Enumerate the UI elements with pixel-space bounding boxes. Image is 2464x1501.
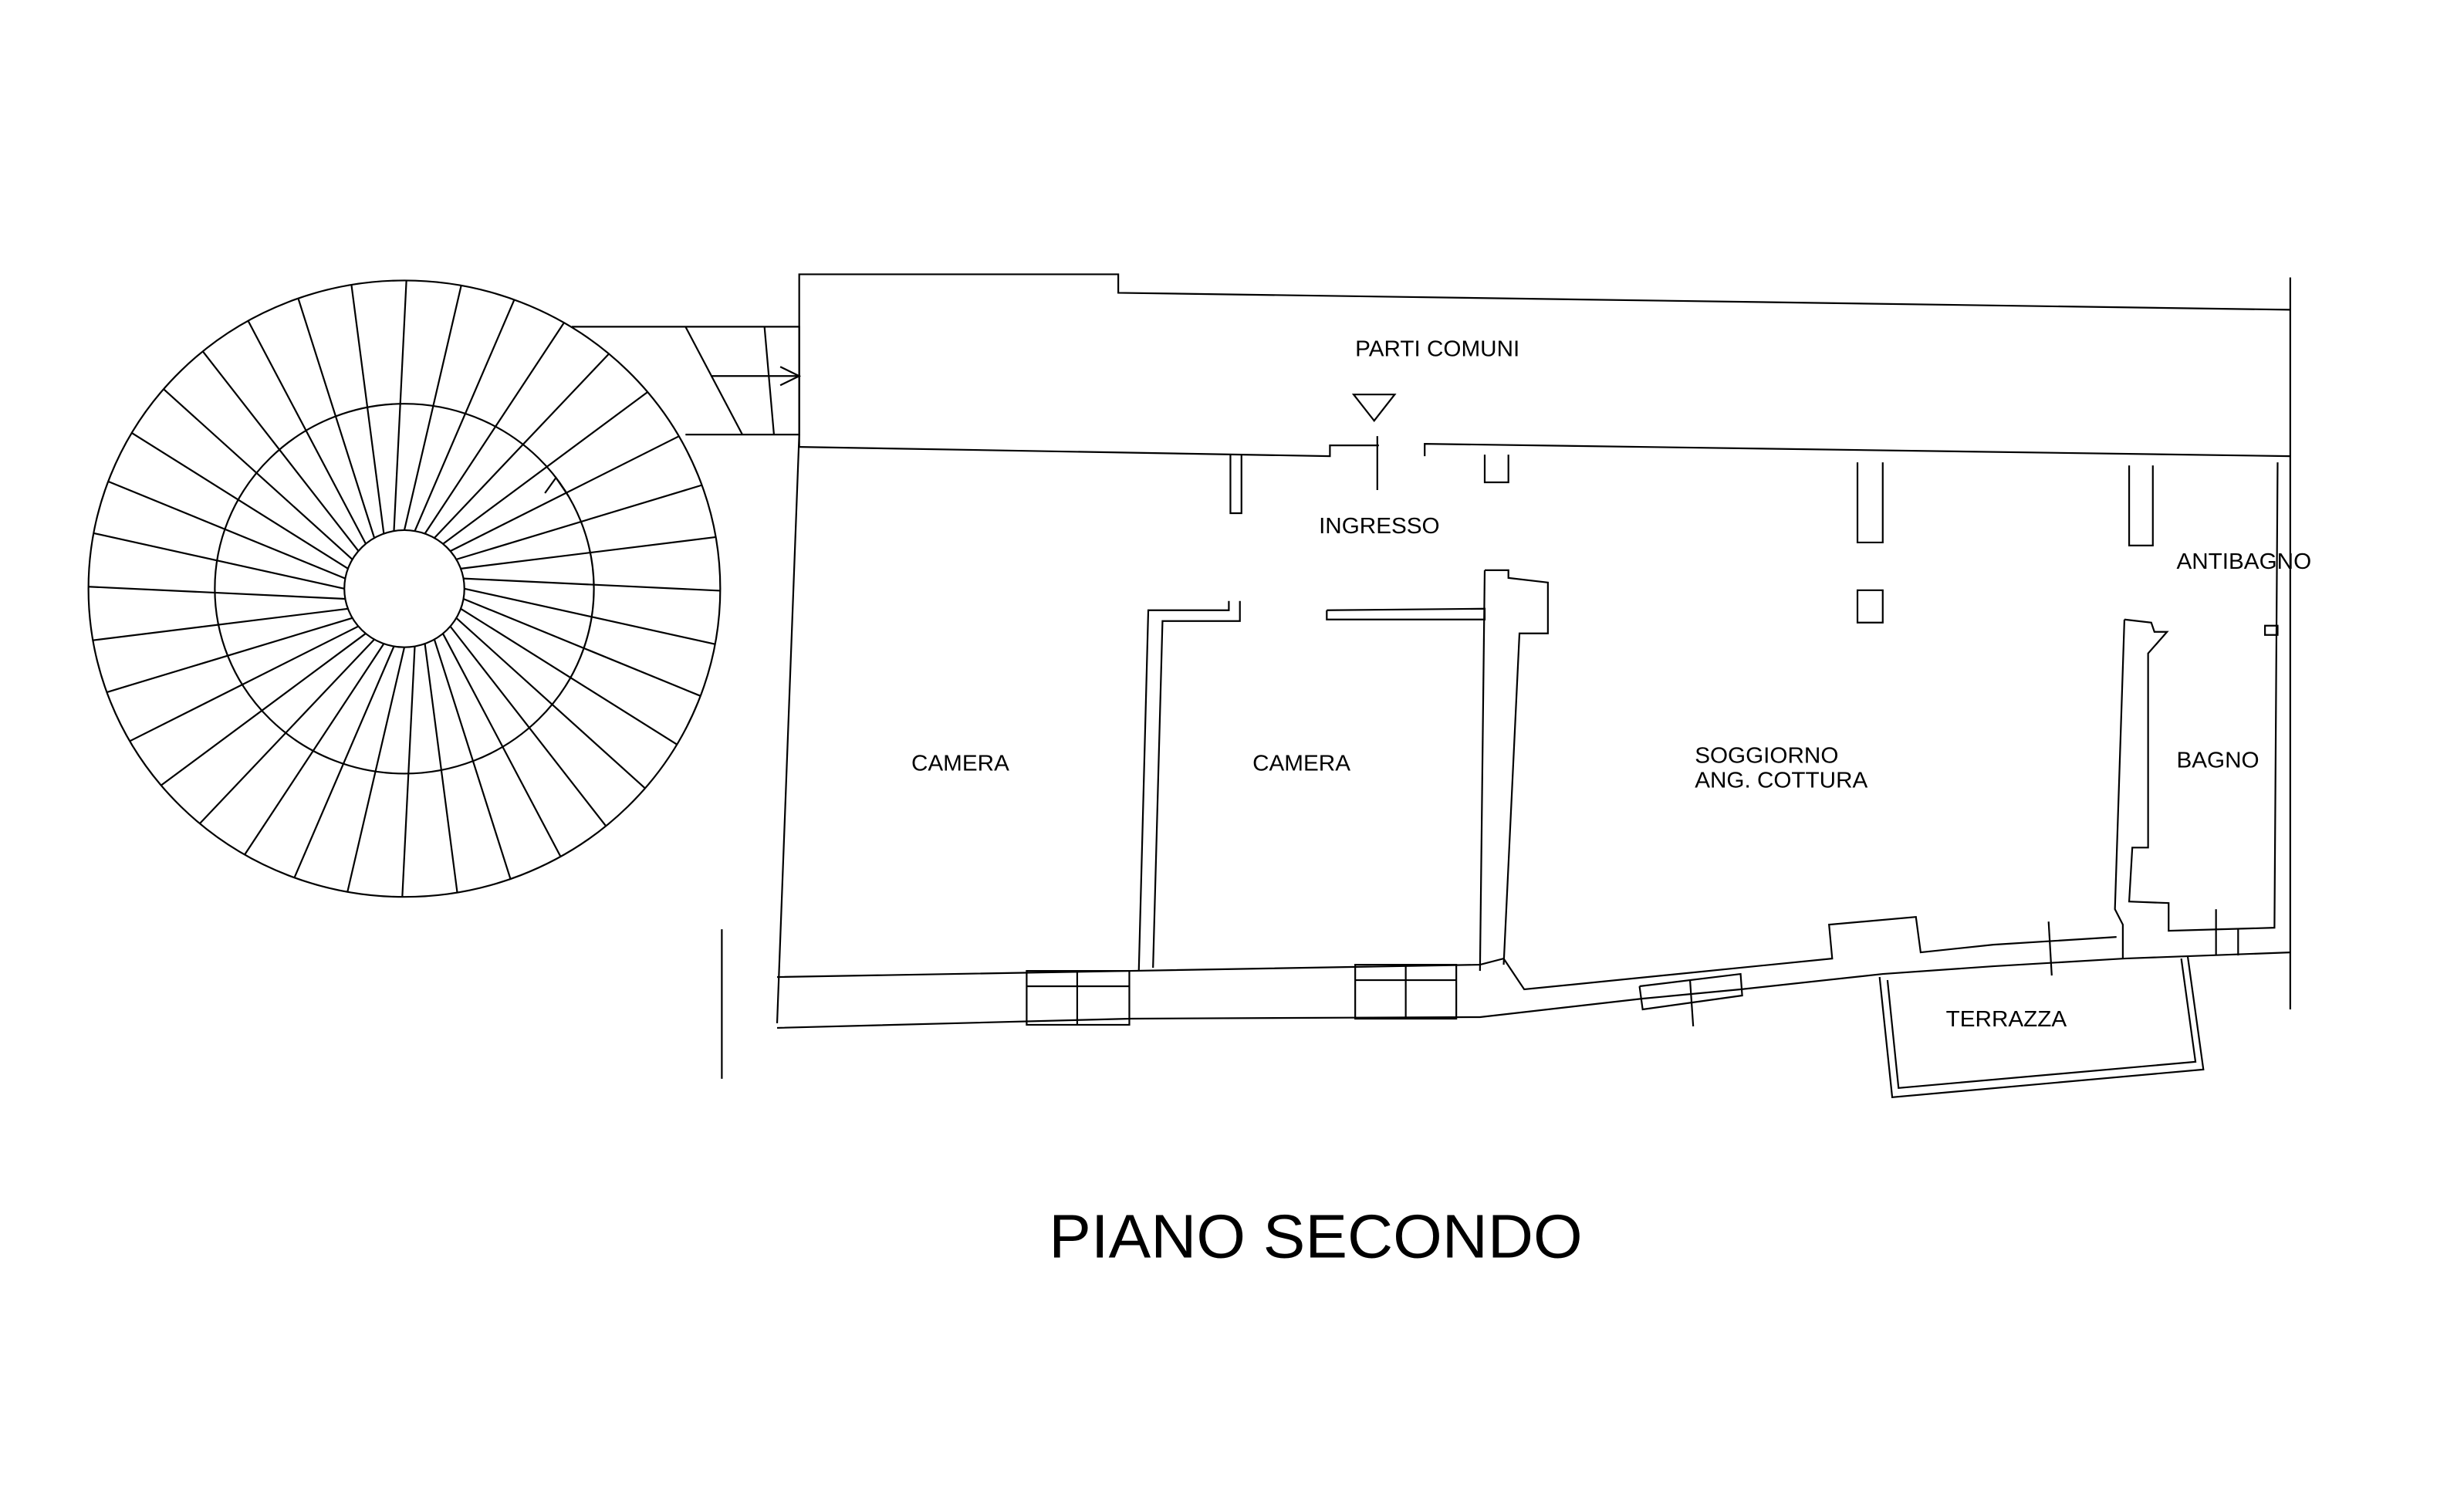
window [1640,974,1742,1009]
stair-tread [394,280,406,531]
stair-outer-ring [89,280,721,897]
south-wall-outer [777,952,2290,1028]
west-wall [777,434,799,1023]
label-antibagno: ANTIBAGNO [2176,549,2311,574]
label-camera-2: CAMERA [1252,751,1350,776]
stair-tread [451,627,607,827]
stair-tread [465,589,715,644]
terrace-outline-inner [1888,958,2195,1088]
apartment-walls [722,434,2290,1079]
stair-tread [425,644,458,893]
stair-tread [464,599,701,696]
stair-tread [402,647,414,898]
stair-tread [351,285,384,534]
stair-tread [245,644,384,854]
stair-tread [456,618,645,789]
stair-direction-arrow [545,478,569,496]
stair-tread [130,627,358,742]
label-camera-1: CAMERA [911,751,1009,776]
entrance-triangle-marker [1354,394,1394,421]
south-wall-inner [777,917,2117,989]
stair-tread [451,436,679,551]
stair-tread [164,389,353,559]
window-mullion [1690,980,1693,1026]
stair-tread [200,640,374,824]
label-ingresso: INGRESSO [1319,513,1440,539]
stair-tread [132,433,348,569]
stair-tread [434,353,609,538]
stair-landing [572,326,799,434]
column [1857,590,1883,623]
label-terrazza: TERRAZZA [1946,1006,2067,1032]
spiral-staircase [89,280,721,897]
stair-tread [347,647,404,892]
terrace-outline-outer [1880,955,2204,1097]
label-angolo-cottura: ANG. COTTURA [1695,768,1868,793]
stair-tread [93,533,344,589]
stair-tread [404,286,461,530]
room-labels: PARTI COMUNI INGRESSO ANTIBAGNO CAMERA C… [911,336,2311,1032]
stair-tread [456,485,701,559]
bathroom-west-wall [2115,620,2124,958]
common-corridor [799,274,2290,1009]
soggiorno-pier [1857,462,1883,543]
corridor-top-wall [799,274,2290,447]
stair-middle-ring [215,404,593,773]
label-parti-comuni: PARTI COMUNI [1355,336,1519,362]
stair-steps [89,280,721,897]
stair-tread [443,634,560,857]
soggiorno-partition [1485,570,1548,965]
soggiorno-partition-inner [1480,570,1485,971]
landing-line [765,326,774,434]
bathroom-fixture [2265,626,2277,635]
stair-tread [461,537,716,569]
stair-tread [298,299,374,539]
ingresso-pier [1230,455,1241,513]
stair-tread [106,618,352,692]
stair-tread [248,321,366,544]
ingresso-pier [1485,455,1509,482]
landing-line [685,326,742,434]
windows [1026,965,1742,1026]
stair-tread [93,609,348,641]
camera-1-partition [1153,601,1240,968]
camera-2-door-lintel [1327,609,1485,620]
stair-tread [464,579,721,591]
stair-tread [443,392,647,544]
label-soggiorno: SOGGIORNO [1695,743,1838,769]
floor-title: PIANO SECONDO [1049,1202,1582,1271]
camera-1-partition-inner [1139,601,1229,971]
stair-tread [161,634,366,786]
stair-tread [89,587,346,599]
terrace [1880,955,2204,1097]
antibagno-pier [2129,465,2153,546]
north-wall [1425,444,2290,456]
stair-tread [295,647,394,878]
stair-tread [414,299,514,531]
stair-tread [108,482,345,579]
stair-tread [461,609,677,745]
north-wall [799,445,1379,456]
stair-tread [434,640,511,880]
stair-tread [425,323,564,533]
label-bagno: BAGNO [2176,748,2259,773]
stair-tread [203,351,359,551]
bathroom-west-wall-inner [2124,462,2278,931]
stair-core [344,530,465,647]
terrace-door-line [2049,921,2052,975]
